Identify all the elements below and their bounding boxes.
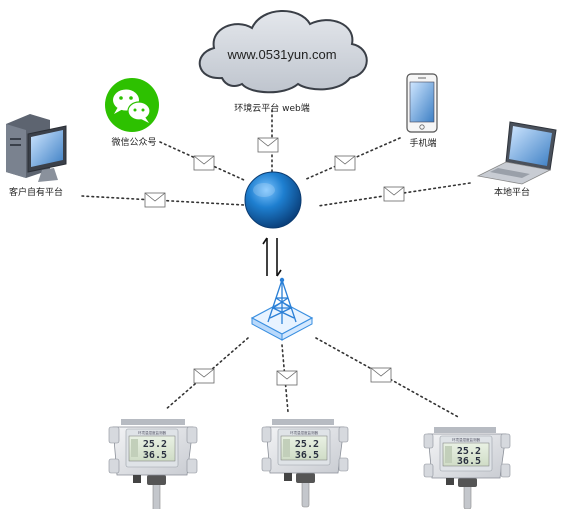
device-title: 环境温湿度监测器	[138, 430, 166, 435]
envelope-icon	[383, 186, 405, 202]
cloud-url: www.0531yun.com	[226, 47, 336, 62]
laptop-icon	[476, 121, 557, 185]
device-temperature: 25.2	[457, 446, 481, 457]
device-probe	[152, 482, 161, 509]
envelope-icon	[257, 137, 279, 153]
envelope-icon	[334, 155, 356, 171]
device-lcd	[442, 442, 490, 467]
pc-label: 客户自有平台	[9, 186, 63, 198]
device-temperature: 25.2	[295, 439, 319, 450]
envelope-icon	[193, 155, 215, 171]
device-title: 环境温湿度监测器	[452, 437, 480, 442]
link-tower-device2	[281, 344, 289, 413]
device-probe	[301, 480, 310, 508]
sensor-device: 环境温湿度监测器 25.2 36.5	[261, 419, 349, 508]
smartphone-icon	[406, 73, 438, 133]
cloud-icon	[198, 10, 368, 94]
device-title: 环境温湿度监测器	[290, 430, 318, 435]
cloud-label: 环境云平台 web端	[234, 102, 309, 114]
wechat-label: 微信公众号	[111, 136, 156, 148]
device-humidity: 36.5	[295, 450, 319, 461]
sensor-device: 环境温湿度监测器 25.2 36.5	[108, 419, 198, 509]
bidirectional-arrows-icon	[262, 237, 282, 277]
desktop-computer-icon	[6, 114, 67, 182]
envelope-icon	[276, 370, 298, 386]
device-humidity: 36.5	[143, 450, 167, 461]
envelope-icon	[370, 367, 392, 383]
laptop-label: 本地平台	[494, 186, 530, 198]
sensor-device: 环境温湿度监测器 25.2 36.5	[423, 427, 511, 509]
device-humidity: 36.5	[457, 456, 481, 467]
signal-tower-icon	[250, 277, 314, 341]
envelope-icon	[144, 192, 166, 208]
wechat-icon	[105, 78, 159, 132]
globe-icon	[244, 171, 302, 229]
device-temperature: 25.2	[143, 439, 167, 450]
envelope-icon	[193, 368, 215, 384]
phone-label: 手机端	[409, 137, 436, 149]
device-probe	[463, 484, 472, 509]
connection-lines	[81, 109, 471, 419]
